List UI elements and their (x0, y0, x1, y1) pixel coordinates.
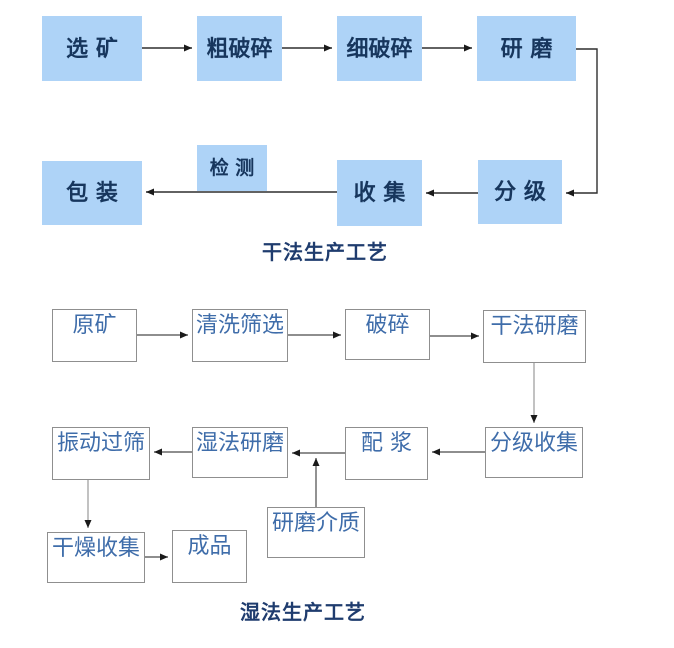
node-coarse-crushing: 粗破碎 (197, 16, 282, 81)
node-slurry-mixing: 配 浆 (345, 427, 428, 480)
node-packaging: 包 装 (42, 161, 142, 225)
dry-process-title: 干法生产工艺 (262, 240, 388, 264)
node-finished-product: 成品 (172, 530, 247, 583)
node-fine-crushing: 细破碎 (337, 16, 422, 81)
node-wet-grinding: 湿法研磨 (192, 427, 288, 478)
node-grinding: 研 磨 (477, 16, 576, 81)
node-collection: 收 集 (337, 160, 422, 226)
node-classification: 分 级 (478, 160, 562, 224)
node-vibrating-screening: 振动过筛 (52, 427, 150, 480)
node-drying-collection: 干燥收集 (47, 532, 145, 583)
node-grinding-media: 研磨介质 (267, 507, 365, 558)
node-raw-ore: 原矿 (52, 309, 137, 362)
node-inspection: 检 测 (197, 145, 267, 191)
edge-grinding-to-classification (566, 48, 598, 197)
node-crushing: 破碎 (345, 309, 430, 360)
node-dry-grinding: 干法研磨 (483, 310, 586, 363)
node-washing-screening: 清洗筛选 (192, 309, 288, 362)
node-classified-collection: 分级收集 (485, 427, 583, 478)
node-ore-selection: 选 矿 (42, 16, 142, 81)
wet-process-title: 湿法生产工艺 (240, 600, 366, 624)
